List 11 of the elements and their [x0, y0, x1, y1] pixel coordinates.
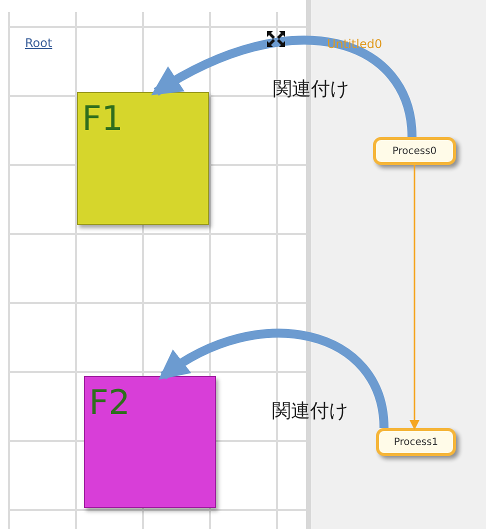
arrow	[410, 165, 420, 430]
process-node: Process0	[373, 137, 456, 165]
process-node: Process1	[376, 428, 456, 456]
root-link: Root	[25, 36, 52, 50]
sheet-title: Untitled0	[327, 37, 382, 51]
shape-box: F2	[84, 376, 216, 508]
curved-arrow	[151, 36, 416, 138]
shape-box: F1	[77, 92, 209, 225]
edge-label: 関連付け	[273, 77, 349, 102]
curved-arrow	[158, 329, 388, 428]
edge-label: 関連付け	[272, 399, 348, 424]
